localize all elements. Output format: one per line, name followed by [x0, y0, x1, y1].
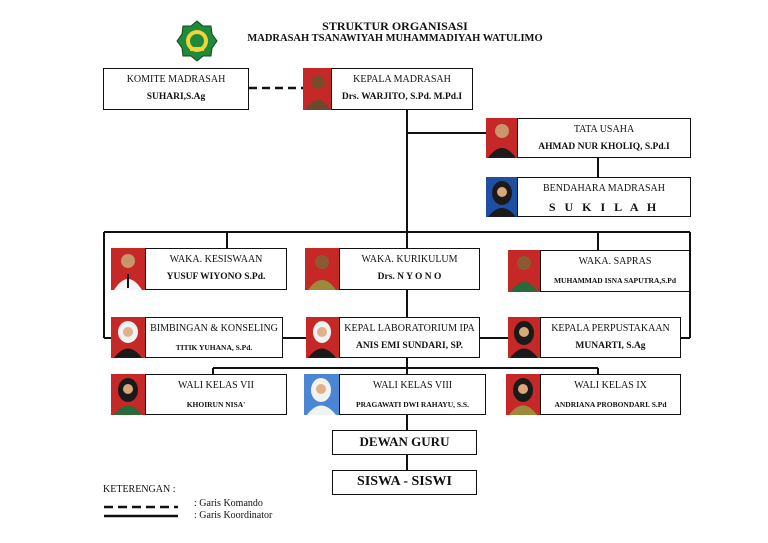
- node-role: WALI KELAS VIII: [372, 380, 453, 391]
- photo-bendahara: [486, 177, 518, 217]
- node-role: WAKA. KURIKULUM: [361, 254, 458, 265]
- photo-kelas-7: [111, 374, 145, 415]
- legend-dashed-label: : Garis Koordinator: [194, 510, 273, 521]
- node-kelas-7: WALI KELAS VII KHOIRUN NISA': [145, 374, 287, 415]
- photo-kelas-8: [304, 374, 339, 415]
- node-kepala: KEPALA MADRASAH Drs. WARJITO, S.Pd. M.Pd…: [331, 68, 473, 110]
- node-name: ANIS EMI SUNDARI, SP.: [355, 341, 464, 351]
- node-kelas-8: WALI KELAS VIII PRAGAWATI DWI RAHAYU, S.…: [339, 374, 486, 415]
- node-role: BENDAHARA MADRASAH: [543, 183, 665, 194]
- node-name: MUHAMMAD ISNA SAPUTRA,S.Pd: [553, 276, 677, 285]
- node-role: WALI KELAS VII: [178, 380, 254, 391]
- node-name: Drs. WARJITO, S.Pd. M.Pd.I: [341, 92, 463, 102]
- node-name: ANDRIANA PROBONDARI. S.Pd: [554, 400, 667, 409]
- node-role: WAKA. SAPRAS: [578, 256, 652, 267]
- node-name: YUSUF WIYONO S.Pd.: [166, 272, 266, 282]
- node-role: KOMITE MADRASAH: [126, 74, 226, 85]
- node-role: BIMBINGAN & KONSELING: [150, 323, 278, 334]
- node-perpus: KEPALA PERPUSTAKAAN MUNARTI, S.Ag: [540, 317, 681, 358]
- photo-kesiswaan: [111, 248, 145, 290]
- legend-title: KETERENGAN :: [103, 484, 176, 495]
- legend-solid-label: : Garis Komando: [194, 498, 263, 509]
- node-name: PRAGAWATI DWI RAHAYU, S.S.: [356, 400, 469, 409]
- node-kesiswaan: WAKA. KESISWAAN YUSUF WIYONO S.Pd.: [145, 248, 287, 290]
- node-role: TATA USAHA: [573, 124, 635, 135]
- node-role: KEPAL LABORATORIUM IPA: [344, 323, 475, 334]
- photo-perpus: [508, 317, 540, 358]
- node-role: KEPALA MADRASAH: [353, 74, 451, 85]
- node-role: KEPALA PERPUSTAKAAN: [551, 323, 670, 334]
- photo-lab-ipa: [306, 317, 339, 358]
- node-role: WALI KELAS IX: [574, 380, 647, 391]
- node-name: KHOIRUN NISA': [186, 400, 246, 409]
- node-name: TITIK YUHANA, S.Pd.: [175, 343, 253, 352]
- photo-kepala: [303, 68, 333, 110]
- node-bk: BIMBINGAN & KONSELING TITIK YUHANA, S.Pd…: [145, 317, 283, 358]
- node-tata-usaha: TATA USAHA AHMAD NUR KHOLIQ, S.Pd.I: [517, 118, 691, 158]
- node-kurikulum: WAKA. KURIKULUM Drs. N Y O N O: [339, 248, 480, 290]
- node-kelas-9: WALI KELAS IX ANDRIANA PROBONDARI. S.Pd: [540, 374, 681, 415]
- node-name: MUNARTI, S.Ag: [575, 341, 646, 351]
- photo-tata-usaha: [486, 118, 518, 158]
- chart-title: STRUKTUR ORGANISASI: [322, 19, 468, 33]
- photo-sapras: [508, 250, 540, 292]
- node-sapras: WAKA. SAPRAS MUHAMMAD ISNA SAPUTRA,S.Pd: [540, 250, 690, 292]
- node-siswa: SISWA - SISWI: [332, 470, 477, 495]
- node-name: Drs. N Y O N O: [377, 272, 442, 282]
- node-name: AHMAD NUR KHOLIQ, S.Pd.I: [538, 142, 670, 152]
- chart-subtitle: MADRASAH TSANAWIYAH MUHAMMADIYAH WATULIM…: [247, 33, 543, 44]
- node-komite: KOMITE MADRASAH SUHARI,S.Ag: [103, 68, 249, 110]
- node-lab-ipa: KEPAL LABORATORIUM IPA ANIS EMI SUNDARI,…: [339, 317, 480, 358]
- node-bendahara: BENDAHARA MADRASAH S U K I L A H: [517, 177, 691, 217]
- node-name: S U K I L A H: [548, 200, 660, 214]
- photo-kelas-9: [506, 374, 540, 415]
- node-name: SUHARI,S.Ag: [146, 92, 206, 102]
- madrasah-logo: [176, 20, 218, 62]
- photo-bk: [111, 317, 145, 358]
- photo-kurikulum: [305, 248, 339, 290]
- node-dewan-guru: DEWAN GURU: [332, 430, 477, 455]
- node-role: WAKA. KESISWAAN: [169, 254, 263, 265]
